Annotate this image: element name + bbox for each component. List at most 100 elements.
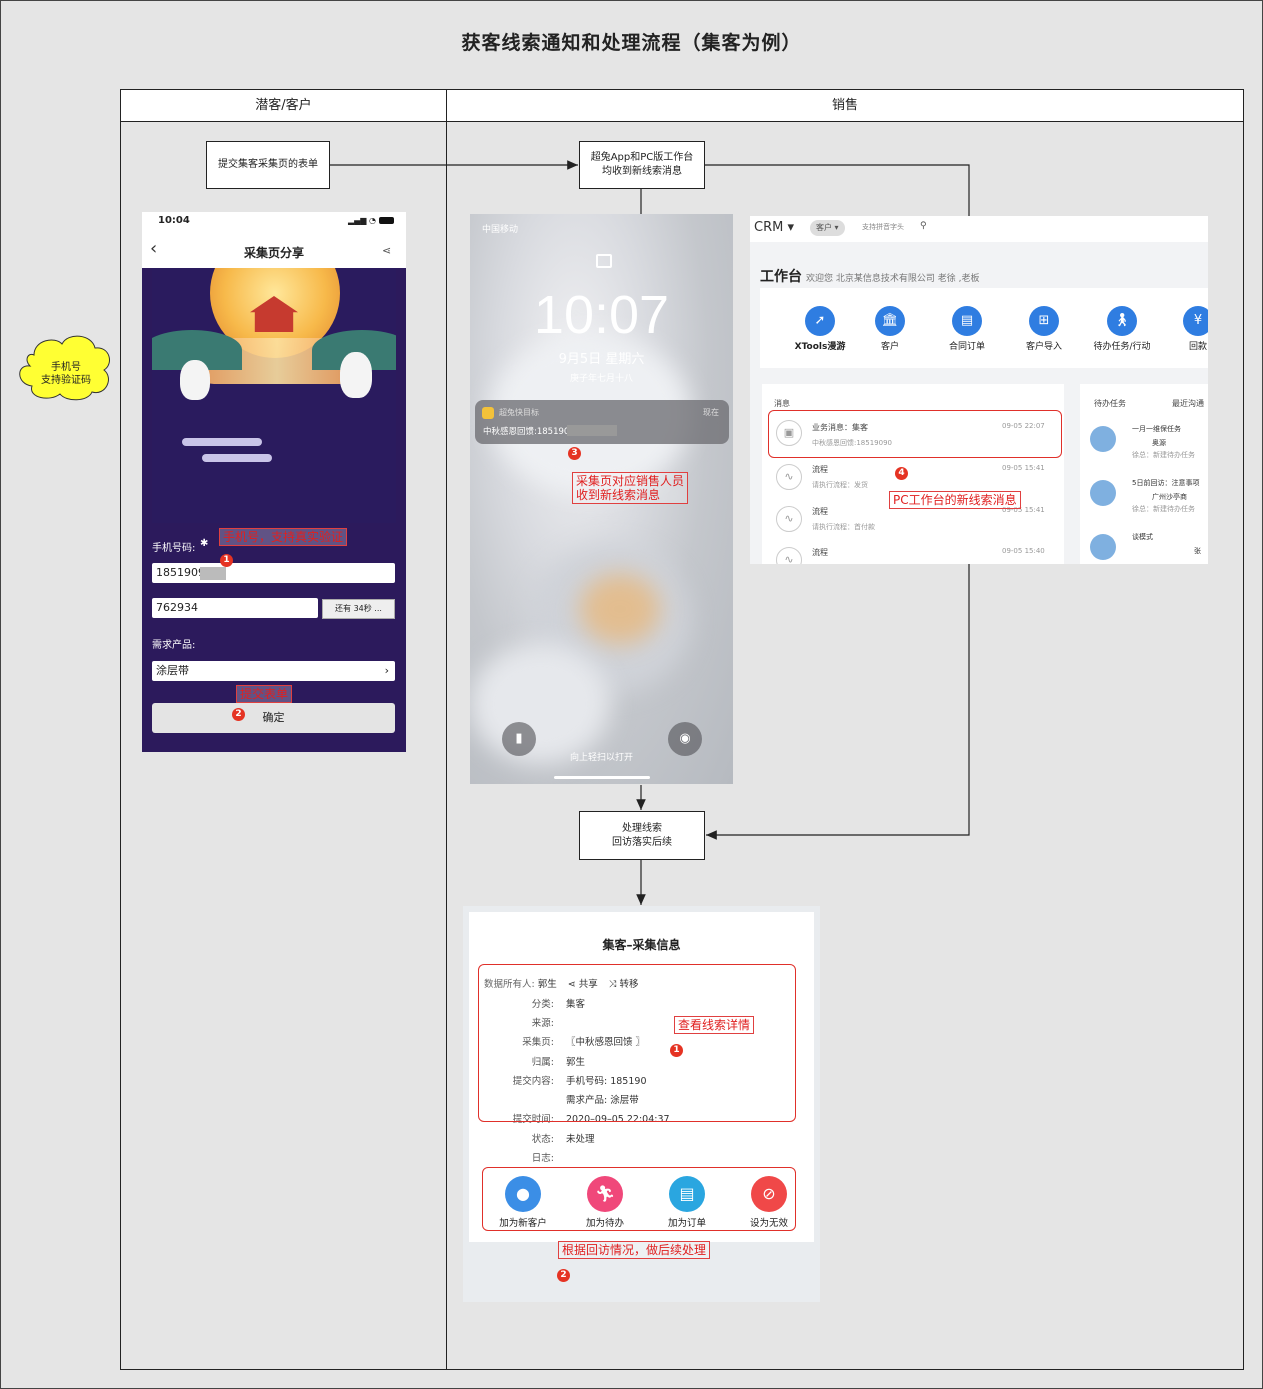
line-receive-to-pc [704, 165, 969, 217]
moon-festival-illustration [152, 268, 396, 523]
battery-icon [379, 217, 394, 224]
receive-message-box: 超兔App和PC版工作台 均收到新线索消息 [579, 141, 705, 189]
todo-item-tag: 广州沙亭商 [1152, 492, 1187, 502]
highlight-detail-info [478, 964, 796, 1122]
bank-icon: 🏛︎ [875, 306, 905, 336]
crm-logo-text: CRM [754, 220, 783, 235]
status-time: 10:04 [158, 215, 190, 226]
code-countdown-button[interactable]: 还有 34秒 ... [322, 599, 395, 619]
message-panel-title: 消息 [774, 398, 790, 409]
highlight-pc-message [768, 410, 1062, 458]
badge-2-submit: 2 [232, 708, 245, 721]
home-indicator[interactable] [554, 776, 650, 779]
detail-row-key: 状态: [484, 1131, 554, 1145]
signal-icon: ▂▄▆ ◔ [348, 216, 376, 225]
import-icon: ⊞ [1029, 306, 1059, 336]
swipe-hint: 向上轻扫以打开 [470, 750, 733, 763]
product-value: 涂层带 [156, 664, 189, 677]
todo-item-title: 一月一维保任务 [1132, 424, 1181, 434]
shortcut-import[interactable]: ⊞ 客户导入 [1014, 306, 1074, 352]
confirm-button[interactable]: 确定 [152, 703, 395, 733]
detail-title: 集客–采集信息 [469, 936, 814, 953]
lock-lunar: 庚子年七月十八 [470, 371, 733, 384]
message-title: 流程 [812, 506, 828, 517]
product-label: 需求产品: [152, 636, 195, 651]
rabbit-left [180, 360, 210, 400]
annot-pc-message: PC工作台的新线索消息 [889, 491, 1021, 509]
notif-time: 现在 [703, 407, 719, 418]
smoke-3 [470, 644, 610, 764]
flow-icon: ∿ [776, 506, 802, 532]
annot-follow-up: 根据回访情况，做后续处理 [558, 1241, 710, 1259]
search-type-label: 客户 [816, 223, 832, 232]
annot-phone-verify: 手机号，支持真实验证 [219, 528, 347, 546]
message-time: 09-05 15:41 [1002, 464, 1045, 472]
shortcut-payment[interactable]: ¥ 回款 [1168, 306, 1208, 352]
phone-label: 手机号码: [152, 539, 195, 554]
notification-card[interactable]: 超兔快目标 现在 中秋感恩回馈:185190 [475, 400, 729, 444]
shortcut-contract[interactable]: ▤ 合同订单 [937, 306, 997, 352]
welcome-text: 欢迎您 北京某信息技术有限公司 老徐 ,老板 [806, 271, 979, 284]
avatar [1090, 426, 1116, 452]
badge-3-app: 3 [568, 447, 581, 460]
todo-item-title: 谈模式 [1132, 532, 1153, 542]
message-sub: 请执行流程：发货 [812, 480, 868, 490]
todo-item-tag: 奥源 [1152, 438, 1166, 448]
todo-item[interactable]: 5日前回访：注意事项 广州沙亭商 徐总：新建待办任务 [1090, 476, 1208, 516]
detail-row: 状态: 未处理 [484, 1131, 784, 1145]
shortcut-label: 待办任务/行动 [1087, 339, 1157, 352]
mist-2 [202, 454, 272, 462]
notif-text: 中秋感恩回馈:185190 [483, 425, 569, 437]
smoke-orange [580, 574, 660, 644]
badge-1-detail: 1 [670, 1044, 683, 1057]
rabbit-right [340, 352, 372, 398]
submit-form-box: 提交集客采集页的表单 [206, 141, 330, 189]
shortcut-xtools[interactable]: ➚ XTools漫游 [790, 306, 850, 352]
avatar [1090, 534, 1116, 560]
share-icon[interactable]: ⋖ [382, 244, 391, 257]
todo-item-tag: 张 [1194, 546, 1201, 556]
rocket-icon: ➚ [805, 306, 835, 336]
highlight-actions [482, 1167, 796, 1231]
cloud-note: 手机号 支持验证码 [26, 361, 106, 387]
message-time: 09-05 15:40 [1002, 547, 1045, 555]
yen-icon: ¥ [1183, 306, 1208, 336]
product-select[interactable]: 涂层带 › [152, 661, 395, 681]
crm-logo[interactable]: CRM ▾ [754, 220, 794, 235]
shortcut-todo[interactable]: 🚶︎ 待办任务/行动 [1087, 306, 1157, 352]
annot-submit-form: 提交表单 [236, 685, 292, 703]
annot-view-detail: 查看线索详情 [674, 1016, 754, 1034]
shortcut-label: 合同订单 [937, 339, 997, 352]
badge-4-pc: 4 [895, 467, 908, 480]
todo-item-sub: 徐总：新建待办任务 [1132, 504, 1195, 514]
detail-row: 日志: [484, 1150, 784, 1164]
lock-time: 10:07 [470, 284, 733, 346]
carrier-label: 中国移动 [482, 222, 518, 235]
shortcut-label: 客户导入 [1014, 339, 1074, 352]
todo-item[interactable]: 谈模式 张 [1090, 530, 1208, 564]
mist-1 [182, 438, 262, 446]
crm-workbench-screenshot: CRM ▾ 客户 ▾ 支持拼音字头 ⚲ 工作台 欢迎您 北京某信息技术有限公司 … [750, 216, 1208, 564]
crm-search-type[interactable]: 客户 ▾ [810, 220, 845, 236]
code-input[interactable]: 762934 [152, 598, 318, 618]
chevron-right-icon: › [385, 661, 389, 681]
page-header-title: 采集页分享 [142, 244, 406, 261]
search-icon[interactable]: ⚲ [920, 221, 927, 231]
detail-row-value: 未处理 [566, 1134, 595, 1145]
badge-2-follow: 2 [557, 1269, 570, 1282]
notif-mask [567, 425, 617, 436]
crm-search-input[interactable]: 支持拼音字头 [862, 222, 904, 232]
workbench-title: 工作台 [760, 266, 802, 286]
todo-title: 待办任务 [1094, 398, 1126, 409]
annot-app-message: 采集页对应销售人员 收到新线索消息 [572, 472, 688, 504]
phone-header: 10:04 ▂▄▆ ◔ ‹ 采集页分享 ⋖ [142, 212, 406, 268]
shortcut-label: 回款 [1168, 339, 1208, 352]
todo-item[interactable]: 一月一维保任务 奥源 徐总：新建待办任务 [1090, 422, 1208, 462]
message-item[interactable]: ∿ 流程 09-05 15:40 [772, 541, 1062, 564]
crm-shortcut-panel: ➚ XTools漫游 🏛︎ 客户 ▤ 合同订单 ⊞ 客户导入 🚶︎ 待办任务/行… [760, 288, 1208, 368]
lock-date: 9月5日 星期六 [470, 348, 733, 367]
document-icon: ▤ [952, 306, 982, 336]
notif-app-name: 超兔快目标 [499, 407, 539, 418]
shortcut-customer[interactable]: 🏛︎ 客户 [860, 306, 920, 352]
phone-input[interactable]: 1851909 [152, 563, 395, 583]
